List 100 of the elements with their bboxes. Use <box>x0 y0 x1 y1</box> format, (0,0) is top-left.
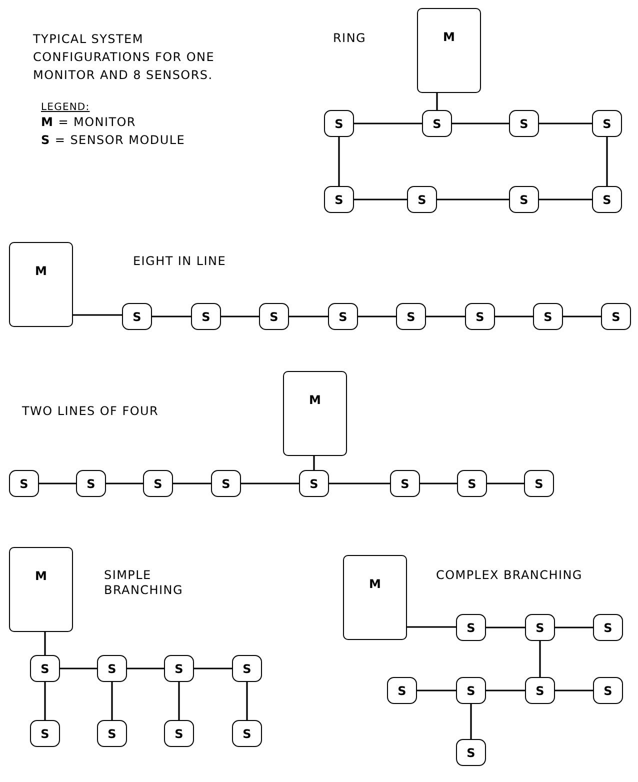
connector-line <box>436 93 438 110</box>
monitor-box <box>283 371 347 456</box>
connector-line <box>173 482 211 484</box>
connector-line <box>539 641 541 677</box>
sensor-box <box>328 303 358 330</box>
node-label: S <box>418 194 426 206</box>
node-label: S <box>174 662 184 674</box>
connector-line <box>495 316 533 318</box>
connector-line <box>486 690 525 692</box>
node-label: S <box>310 478 318 490</box>
sensor-box <box>164 655 194 682</box>
connector-line <box>426 316 465 318</box>
node-label: S <box>520 118 528 130</box>
node-label: S <box>108 662 116 674</box>
sensor-box <box>525 614 555 641</box>
node-label: S <box>400 478 410 490</box>
sensor-box <box>97 720 127 747</box>
monitor-box <box>417 8 481 93</box>
node-label: S <box>520 194 528 206</box>
text-label: EIGHT IN LINE <box>133 254 228 269</box>
node-label: S <box>432 118 442 130</box>
sensor-box <box>592 186 622 213</box>
sensor-box <box>465 303 495 330</box>
sensor-box <box>259 303 289 330</box>
node-label: S <box>602 194 612 206</box>
connector-line <box>127 668 164 670</box>
monitor-box <box>9 242 73 327</box>
node-label: S <box>602 118 612 130</box>
node-label: S <box>222 478 230 490</box>
connector-line <box>152 316 191 318</box>
sensor-box <box>457 470 487 497</box>
sensor-box <box>456 677 486 704</box>
node-label: M <box>35 265 47 277</box>
connector-line <box>555 626 593 628</box>
node-label: S <box>398 684 406 696</box>
connector-line <box>606 137 608 186</box>
node-label: S <box>544 310 552 322</box>
node-label: S <box>612 310 620 322</box>
connector-line <box>354 198 407 200</box>
node-label: S <box>174 728 184 740</box>
connector-line <box>106 482 143 484</box>
sensor-box <box>232 655 262 682</box>
sensor-box <box>524 470 554 497</box>
node-label: M <box>35 570 47 582</box>
connector-line <box>44 682 46 720</box>
connector-line <box>358 316 396 318</box>
node-label: S <box>476 310 484 322</box>
sensor-box <box>456 739 486 766</box>
node-label: S <box>334 118 344 130</box>
sensor-box <box>422 110 452 137</box>
sensor-box <box>525 677 555 704</box>
node-label: S <box>536 622 544 634</box>
connector-line <box>563 316 601 318</box>
text-label: LEGEND: <box>41 101 91 115</box>
sensor-box <box>592 110 622 137</box>
connector-line <box>407 626 456 628</box>
connector-line <box>487 482 524 484</box>
connector-line <box>486 626 525 628</box>
sensor-box <box>407 186 437 213</box>
node-label: S <box>202 310 210 322</box>
sensor-box <box>30 655 60 682</box>
diagram-title: TYPICAL SYSTEM CONFIGURATIONS FOR ONE MONITOR AND 8 SENSORS. <box>33 31 216 84</box>
sensor-box <box>456 614 486 641</box>
sensor-box <box>601 303 631 330</box>
node-label: S <box>270 310 278 322</box>
connector-line <box>452 122 509 124</box>
sensor-box <box>593 614 623 641</box>
node-label: S <box>242 728 252 740</box>
sensor-box <box>164 720 194 747</box>
text-label: S = SENSOR MODULE <box>41 133 186 148</box>
node-label: S <box>468 478 476 490</box>
node-label: S <box>108 728 116 740</box>
connector-line <box>60 668 97 670</box>
connector-line <box>289 316 328 318</box>
monitor-box <box>9 547 73 632</box>
connector-line <box>39 482 76 484</box>
sensor-box <box>9 470 39 497</box>
node-label: M <box>309 394 321 406</box>
connector-line <box>470 704 472 739</box>
sensor-box <box>232 720 262 747</box>
connector-line <box>437 198 509 200</box>
node-label: S <box>536 684 544 696</box>
connector-line <box>417 690 456 692</box>
node-label: S <box>242 662 252 674</box>
sensor-box <box>30 720 60 747</box>
connector-line <box>313 456 315 470</box>
node-label: S <box>154 478 162 490</box>
node-label: M <box>443 31 455 43</box>
connector-line <box>338 137 340 186</box>
sensor-box <box>143 470 173 497</box>
node-label: S <box>338 310 348 322</box>
node-label: S <box>466 622 476 634</box>
text-label: COMPLEX BRANCHING <box>436 568 584 583</box>
sensor-box <box>299 470 329 497</box>
connector-line <box>354 122 422 124</box>
sensor-box <box>390 470 420 497</box>
sensor-box <box>396 303 426 330</box>
text-label: SIMPLE BRANCHING <box>104 568 184 598</box>
node-label: S <box>604 684 612 696</box>
connector-line <box>246 682 248 720</box>
